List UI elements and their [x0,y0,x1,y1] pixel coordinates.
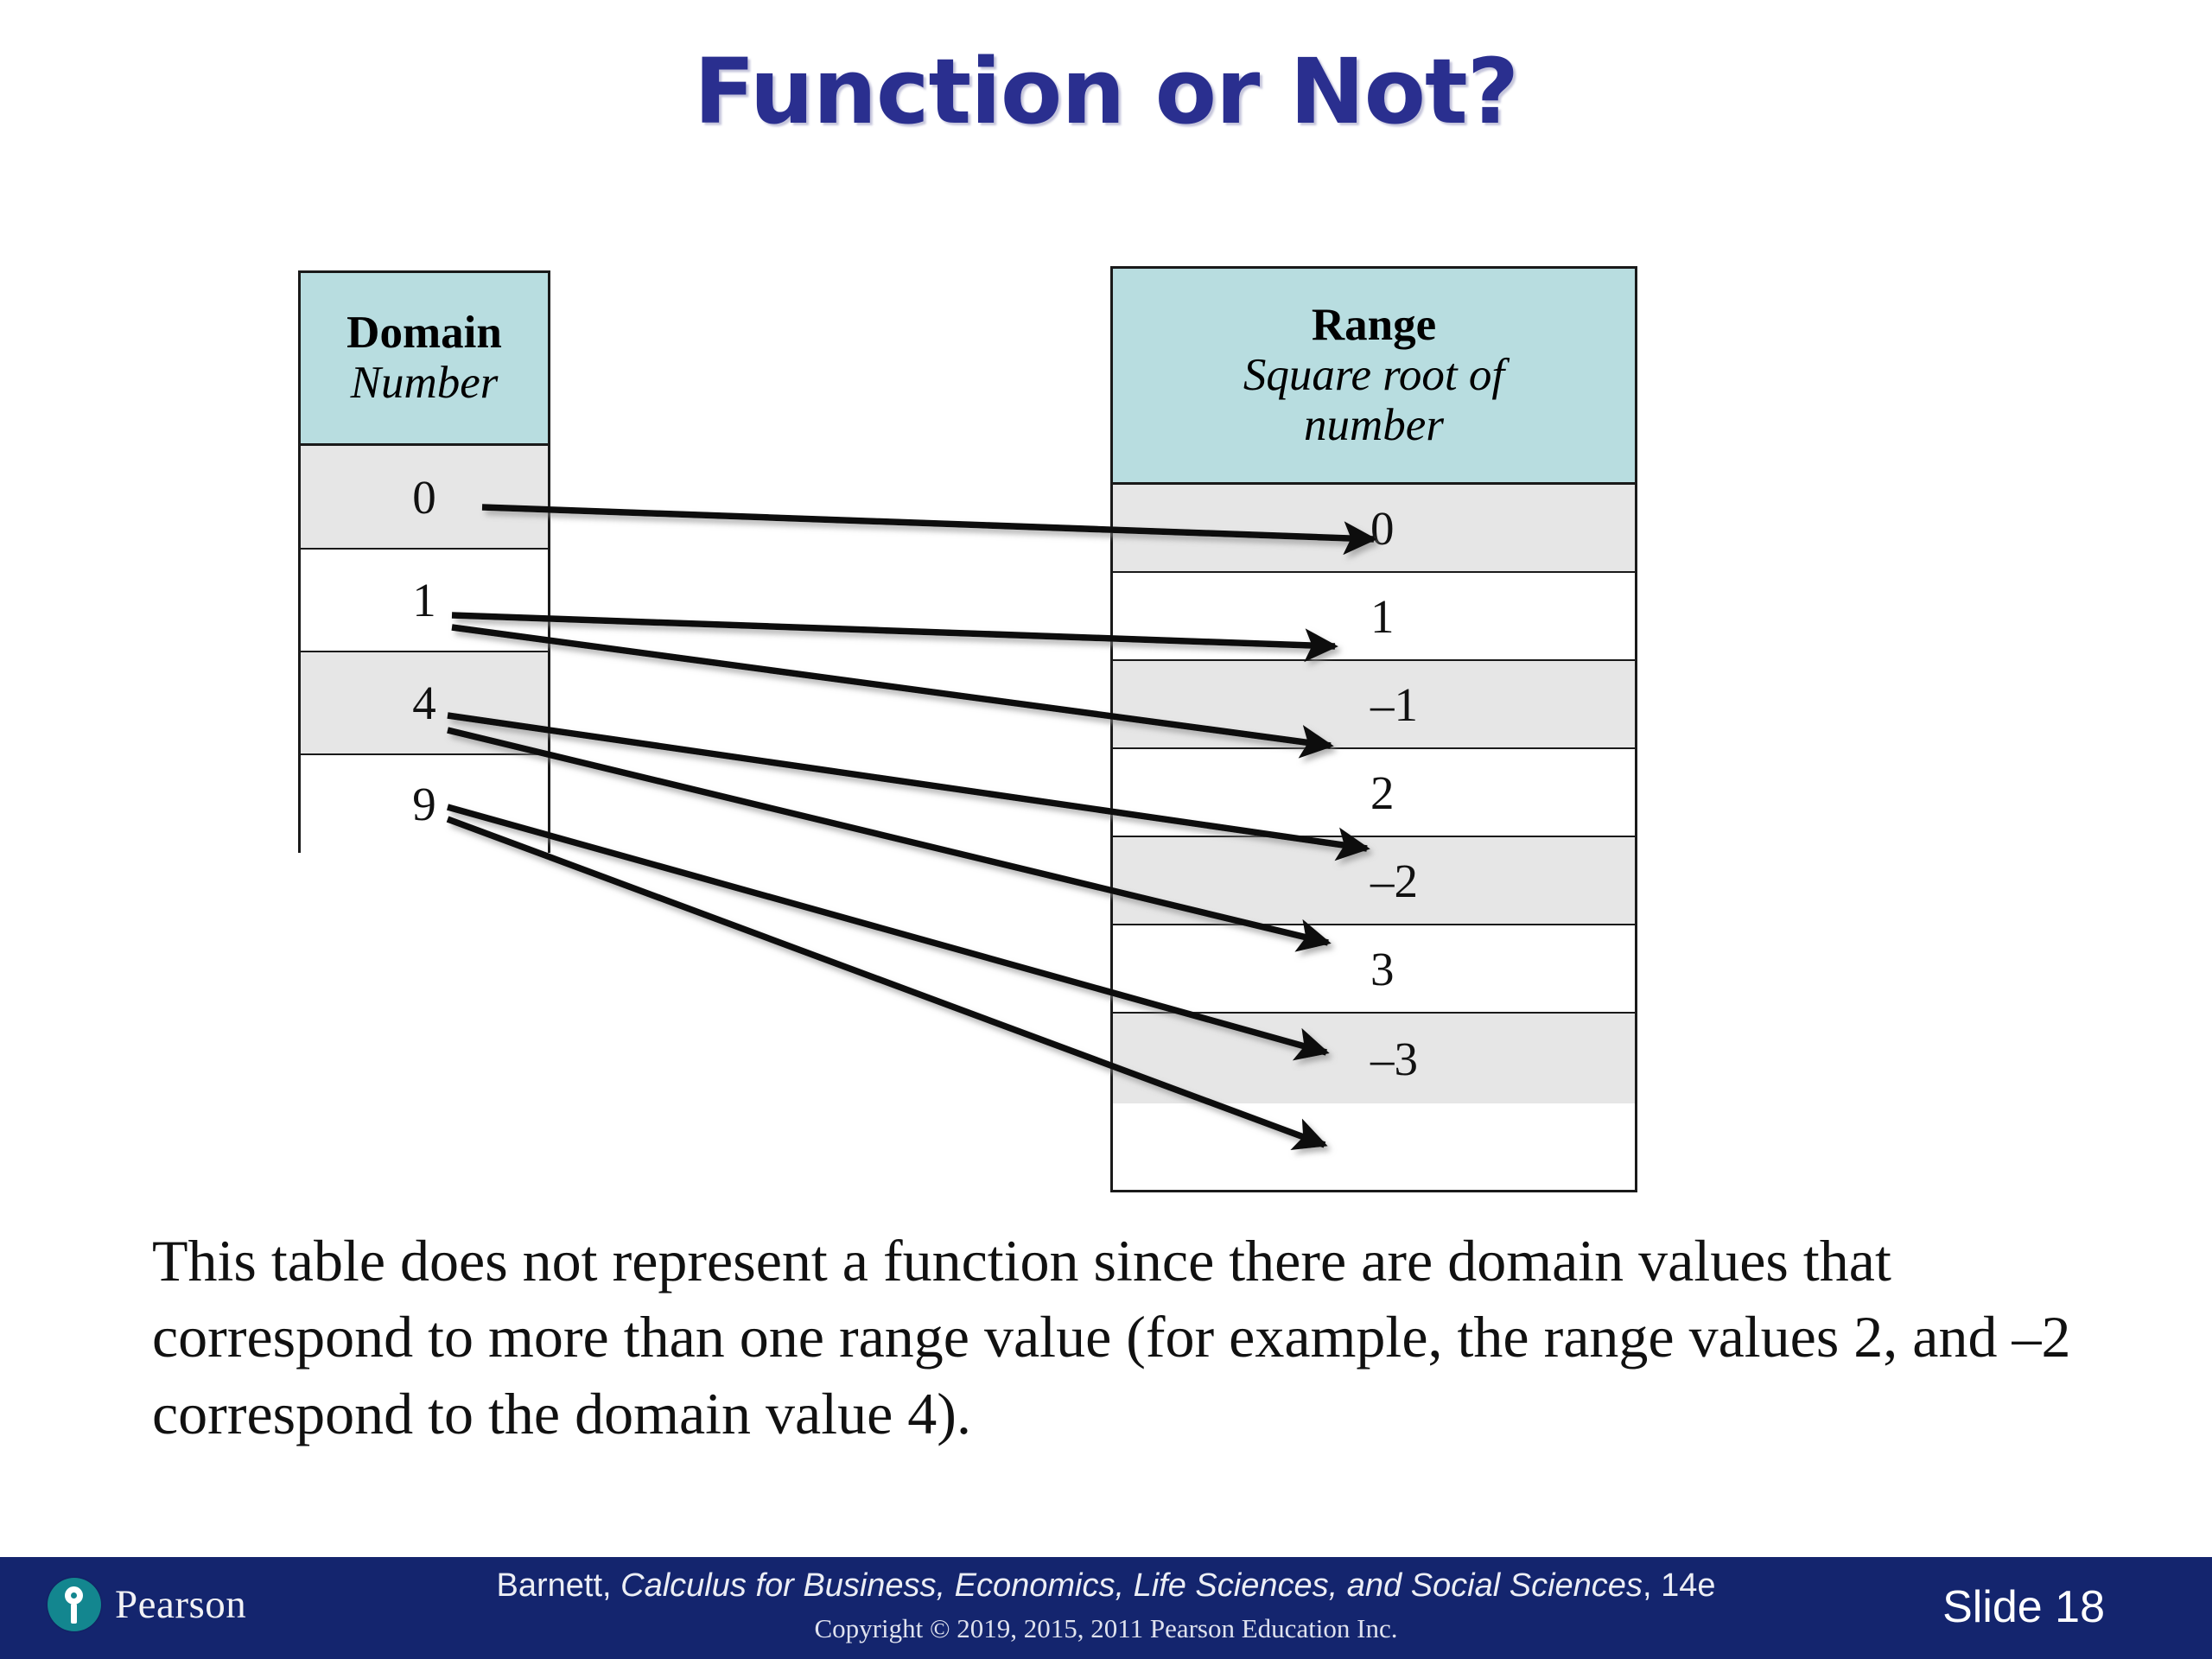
table-row: 1 [301,550,548,652]
citation-title: Calculus for Business, Economics, Life S… [620,1567,1643,1604]
pearson-p-icon [48,1578,101,1631]
domain-value: 0 [412,470,436,524]
domain-value: 4 [412,677,436,729]
citation-suffix: , 14e [1642,1567,1716,1604]
citation-line: Barnett, Calculus for Business, Economic… [0,1567,2212,1605]
domain-value: 9 [412,778,436,830]
page-title: Function or Not? [693,39,1519,144]
range-table-header: Range Square root of number [1113,269,1635,485]
footer-bar: Pearson Barnett, Calculus for Business, … [0,1557,2212,1659]
slide-number: Slide 18 [1942,1582,2105,1632]
table-row: 3 [1113,925,1635,1014]
table-row: 9 [301,755,548,853]
range-value: 0 [1370,501,1395,555]
footer-citation-block: Barnett, Calculus for Business, Economic… [0,1567,2212,1644]
table-row: –2 [1113,837,1635,925]
table-row: 0 [301,446,548,550]
range-header-subtitle-line2: number [1304,400,1444,451]
table-row: 4 [301,652,548,755]
range-value: –3 [1370,1032,1418,1085]
range-value: 2 [1370,766,1395,819]
range-value: –2 [1370,854,1418,907]
pearson-logo-text: Pearson [115,1582,247,1627]
range-table: Range Square root of number 0 1 –1 2 –2 … [1110,266,1637,1192]
table-row: –1 [1113,661,1635,749]
table-row: –3 [1113,1014,1635,1103]
domain-value: 1 [412,574,436,626]
explanation-paragraph: This table does not represent a function… [152,1228,2071,1446]
range-value: 1 [1370,589,1395,643]
range-value: 3 [1370,942,1395,995]
citation-prefix: Barnett, [496,1567,621,1604]
range-header-subtitle-line1: Square root of [1243,349,1505,400]
domain-table: Domain Number 0 1 4 9 [298,270,550,853]
domain-header-title: Domain [346,307,502,358]
table-row: 2 [1113,749,1635,837]
table-row: 0 [1113,485,1635,573]
domain-table-header: Domain Number [301,273,548,446]
copyright-line: Copyright © 2019, 2015, 2011 Pearson Edu… [814,1612,1398,1643]
domain-header-subtitle: Number [350,357,499,408]
table-row: 1 [1113,573,1635,661]
range-value: –1 [1370,677,1418,731]
pearson-logo: Pearson [48,1578,246,1631]
range-header-title: Range [1311,299,1437,350]
